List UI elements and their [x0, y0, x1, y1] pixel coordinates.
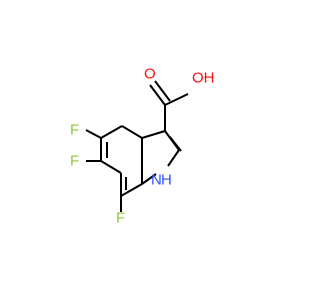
- bonds: [85, 80, 189, 212]
- bond-c2-n1: [167, 149, 180, 167]
- nitrogen-hydrogen-label: H: [161, 172, 172, 189]
- oxygen-carbonyl-label: O: [144, 66, 156, 83]
- bond-c5-f: [85, 129, 102, 139]
- bond-n1-c7a: [141, 173, 157, 185]
- bond-c3a-top: [121, 125, 143, 139]
- bond-c7-c7a: [120, 183, 143, 197]
- fluorine-7-label: F: [116, 210, 125, 227]
- molecule-drawing: O OH F F F N H: [70, 66, 215, 227]
- fluorine-5-label: F: [70, 122, 79, 139]
- fluorine-6-label: F: [70, 153, 79, 170]
- bond-c5-c6: [100, 160, 122, 174]
- bond-ccooh-o-2: [154, 80, 171, 102]
- double-bond-c2-c3: [169, 136, 182, 152]
- atom-labels: O OH F F F N H: [70, 66, 215, 227]
- bond-ccooh-o-1: [149, 84, 166, 106]
- structure-diagram: O OH F F F N H: [70, 66, 215, 227]
- bond-c3a-c3: [141, 130, 166, 139]
- bond-ccooh-oh: [164, 93, 189, 106]
- hydroxyl-label: OH: [192, 70, 215, 87]
- bond-c3a-c4: [100, 125, 123, 139]
- nitrogen-label: N: [151, 172, 162, 189]
